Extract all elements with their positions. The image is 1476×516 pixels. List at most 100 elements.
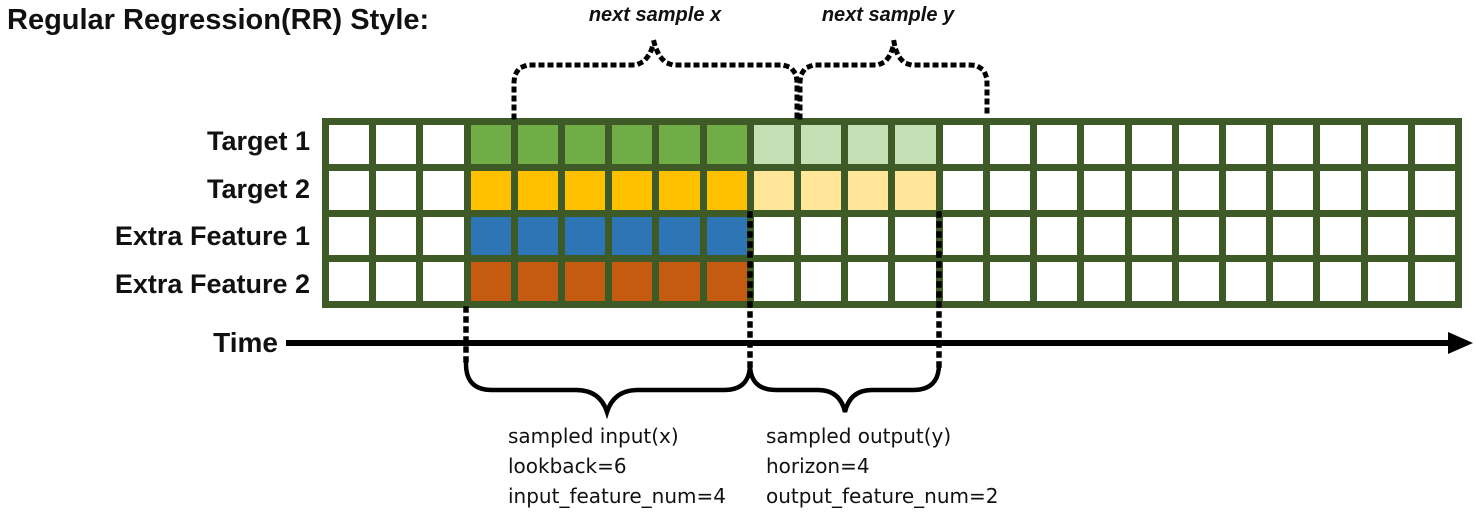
grid-cell-r1c7	[612, 125, 653, 164]
grid-cell-r4c16	[1037, 262, 1078, 301]
grid-cell-r4c8	[659, 262, 700, 301]
grid-cell-r2c5	[517, 170, 559, 210]
grid-cell-r4c1	[329, 262, 370, 301]
sampled-input-annotation: sampled input(x) lookback=6 input_featur…	[508, 421, 726, 511]
grid-cell-r4c11	[801, 262, 842, 301]
sampled-output-brace	[747, 361, 942, 413]
grid-cell-r1c11	[801, 125, 842, 164]
horizon-value: horizon=4	[766, 454, 870, 478]
row-label-extra-feature-1: Extra Feature 1	[114, 221, 310, 251]
grid-cell-r1c16	[1037, 125, 1078, 164]
row-label-extra-feature-2: Extra Feature 2	[114, 268, 310, 299]
grid-cell-r4c6	[565, 262, 606, 301]
grid-cell-r3c8	[659, 216, 700, 256]
grid-cell-r3c21	[1273, 216, 1314, 256]
grid-cell-r3c20	[1225, 216, 1267, 256]
lookback-value: lookback=6	[508, 454, 627, 478]
grid-cell-r1c8	[659, 125, 700, 164]
grid-cell-r1c5	[517, 125, 559, 164]
diagram-title: Regular Regression(RR) Style:	[7, 4, 430, 36]
grid-cell-r4c15	[989, 262, 1031, 301]
grid-cell-r3c16	[1037, 216, 1078, 256]
grid-cell-r3c10	[753, 216, 795, 256]
grid-cell-r2c18	[1131, 170, 1172, 210]
time-axis-arrowhead	[1448, 332, 1473, 354]
row-label-target-1: Target 1	[206, 126, 310, 156]
grid-cell-r4c10	[753, 262, 795, 301]
grid-cell-r2c1	[329, 170, 370, 210]
grid-cell-r1c14	[942, 125, 983, 164]
grid-cell-r1c13	[895, 125, 936, 164]
grid-cell-r2c6	[565, 170, 606, 210]
grid-cell-r2c15	[989, 170, 1031, 210]
row-label-target-2: Target 2	[206, 173, 310, 204]
grid-cell-r2c8	[659, 170, 700, 210]
grid-cell-r3c24	[1414, 216, 1455, 256]
grid-cell-r2c16	[1037, 170, 1078, 210]
grid-cell-r2c19	[1178, 170, 1219, 210]
next-sample-y-label: next sample y	[821, 4, 955, 26]
sampled-input-title: sampled input(x)	[508, 424, 679, 448]
grid-cell-r3c7	[612, 216, 653, 256]
grid-cell-r4c4	[470, 262, 511, 301]
grid-cell-r1c2	[376, 125, 417, 164]
grid-cell-r1c23	[1367, 125, 1408, 164]
grid-cell-r3c15	[989, 216, 1031, 256]
grid-cell-r3c12	[848, 216, 889, 256]
input-feature-num-value: input_feature_num=4	[508, 484, 726, 508]
grid-cell-r1c6	[565, 125, 606, 164]
grid-cell-r4c12	[848, 262, 889, 301]
sampled-input-brace	[463, 361, 753, 420]
grid-cell-r3c13	[895, 216, 936, 256]
grid-cell-r3c4	[470, 216, 511, 256]
grid-cell-r3c18	[1131, 216, 1172, 256]
grid-cell-r4c13	[895, 262, 936, 301]
row-labels: Target 1 Target 2 Extra Feature 1 Extra …	[0, 118, 310, 308]
grid-cell-r2c12	[848, 170, 889, 210]
grid-cell-r4c5	[517, 262, 559, 301]
grid-cell-r2c10	[753, 170, 795, 210]
grid-cell-r2c20	[1225, 170, 1267, 210]
grid-cell-r1c17	[1084, 125, 1125, 164]
grid-cell-r1c10	[753, 125, 795, 164]
grid-cell-r4c19	[1178, 262, 1219, 301]
grid-cell-r4c7	[612, 262, 653, 301]
grid-cell-r3c3	[423, 216, 464, 256]
next-sample-x-brace	[511, 32, 800, 120]
grid-cell-r3c23	[1367, 216, 1408, 256]
grid-cell-r2c3	[423, 170, 464, 210]
grid-cell-r1c1	[329, 125, 370, 164]
output-feature-num-value: output_feature_num=2	[766, 484, 999, 508]
grid-cell-r1c3	[423, 125, 464, 164]
grid-cell-r4c2	[376, 262, 417, 301]
grid-cell-r2c9	[706, 170, 747, 210]
grid-cell-r3c6	[565, 216, 606, 256]
grid-cell-r3c11	[801, 216, 842, 256]
grid-cell-r4c20	[1225, 262, 1267, 301]
grid-cell-r3c5	[517, 216, 559, 256]
grid-cell-r2c24	[1414, 170, 1455, 210]
sampled-output-annotation: sampled output(y) horizon=4 output_featu…	[766, 421, 999, 511]
grid-cell-r4c22	[1320, 262, 1361, 301]
grid-cell-r2c22	[1320, 170, 1361, 210]
grid-cell-r3c1	[329, 216, 370, 256]
grid-cell-r1c21	[1273, 125, 1314, 164]
grid-cell-r3c9	[706, 216, 747, 256]
grid-cell-r2c14	[942, 170, 983, 210]
grid-cell-r1c12	[848, 125, 889, 164]
time-axis-label: Time	[213, 327, 278, 358]
grid-cell-r1c19	[1178, 125, 1219, 164]
grid-cell-r4c9	[706, 262, 747, 301]
grid-cell-r2c2	[376, 170, 417, 210]
sampled-output-title: sampled output(y)	[766, 424, 952, 448]
grid-cell-r1c18	[1131, 125, 1172, 164]
grid-cell-r3c14	[942, 216, 983, 256]
grid-cell-r3c22	[1320, 216, 1361, 256]
grid-cell-r2c23	[1367, 170, 1408, 210]
grid-cell-r4c14	[942, 262, 983, 301]
grid-cell-r4c24	[1414, 262, 1455, 301]
grid-cell-r1c24	[1414, 125, 1455, 164]
grid-cell-r1c15	[989, 125, 1031, 164]
grid-cell-r2c17	[1084, 170, 1125, 210]
time-series-grid	[322, 118, 1462, 308]
